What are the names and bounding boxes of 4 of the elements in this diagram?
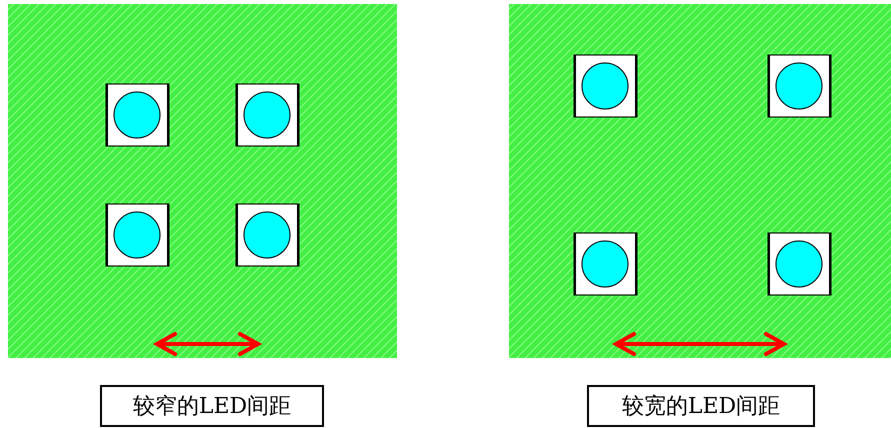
caption-box xyxy=(100,385,324,427)
caption-text: 较窄的LED间距 xyxy=(132,393,292,421)
caption-box xyxy=(587,385,815,427)
caption-text: 较宽的LED间距 xyxy=(622,393,780,421)
